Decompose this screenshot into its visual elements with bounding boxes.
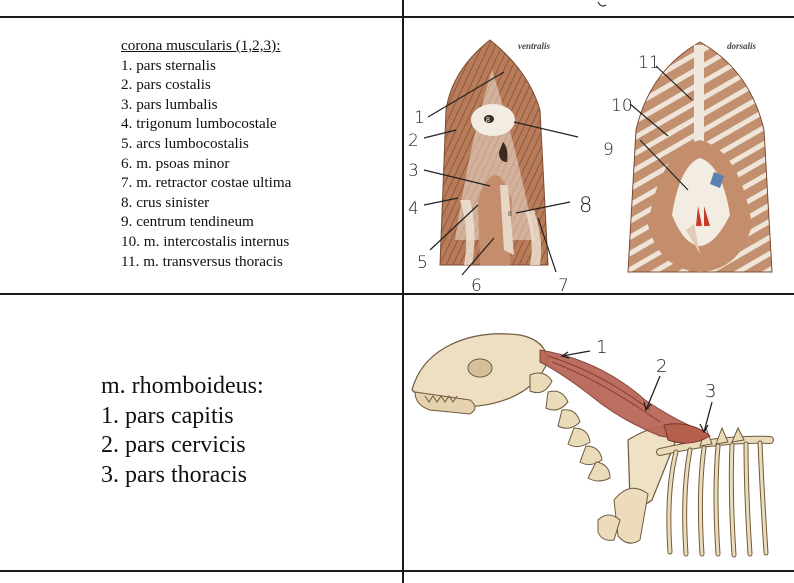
- diaphragm-ventral-callouts: 1 2 3 4 5 6 7 8: [408, 108, 592, 296]
- table-divider-bottom: [0, 570, 794, 572]
- diaphragm-list-title: corona muscularis (1,2,3):: [121, 37, 281, 54]
- callout-2: 2: [656, 356, 667, 377]
- list-item: 9. centrum tendineum: [121, 213, 254, 231]
- inset-marker: 8: [486, 117, 490, 124]
- callout-3: 3: [705, 381, 716, 402]
- list-item: 5. arcs lumbocostalis: [121, 134, 249, 152]
- diaphragm-inset-markers: 8 8: [486, 117, 512, 218]
- callout-8: 8: [579, 193, 592, 217]
- diaphragm-annotation-lines: [423, 65, 693, 276]
- diaphragm-term-list: corona muscularis (1,2,3): 1. pars stern…: [121, 36, 291, 271]
- ventralis-label: ventralis: [518, 41, 550, 51]
- dog-skeleton: [411, 333, 774, 558]
- list-item: 8. crus sinister: [121, 193, 210, 211]
- list-item: 7. m. retractor costae ultima: [121, 174, 292, 192]
- list-item: 2. pars costalis: [121, 76, 211, 94]
- list-item: 3. pars lumbalis: [121, 95, 218, 113]
- top-residue-mark: [597, 1, 607, 7]
- rhomboideus-list-title: m. rhomboideus:: [101, 373, 264, 399]
- callout-1: 1: [596, 337, 607, 358]
- list-item: 6. m. psoas minor: [121, 154, 230, 172]
- list-item: 10. m. intercostalis internus: [121, 232, 290, 250]
- diaphragm-ventral-view: ventralis: [439, 39, 550, 266]
- list-item: 1. pars sternalis: [121, 56, 216, 74]
- callout-9: 9: [603, 140, 614, 160]
- callout-4: 4: [408, 199, 419, 219]
- table-divider-vertical: [402, 0, 404, 583]
- table-divider-top: [0, 16, 794, 18]
- callout-2: 2: [408, 131, 419, 151]
- rhomboid-muscle: [539, 349, 711, 444]
- rhomboideus-callouts: 1 2 3: [596, 337, 716, 402]
- callout-5: 5: [417, 253, 428, 273]
- callout-3: 3: [408, 161, 419, 181]
- rhomboideus-annotation-lines: [560, 350, 713, 434]
- table-divider-middle: [0, 293, 794, 295]
- list-item: 11. m. transversus thoracis: [121, 252, 283, 270]
- dorsalis-label: dorsalis: [727, 41, 757, 51]
- list-item: 1. pars capitis: [101, 402, 234, 429]
- diaphragm-dorsal-view: dorsalis: [627, 41, 773, 273]
- list-item: 3. pars thoracis: [101, 461, 247, 488]
- rhomboideus-term-list: m. rhomboideus: 1. pars capitis 2. pars …: [101, 372, 264, 490]
- list-item: 4. trigonum lumbocostale: [121, 115, 277, 133]
- list-item: 2. pars cervicis: [101, 432, 246, 458]
- callout-1: 1: [414, 108, 425, 128]
- diaphragm-dorsal-callouts: 9 10 11: [603, 53, 660, 160]
- callout-10: 10: [611, 96, 633, 116]
- inset-marker: 8: [508, 211, 512, 218]
- callout-11: 11: [638, 53, 660, 73]
